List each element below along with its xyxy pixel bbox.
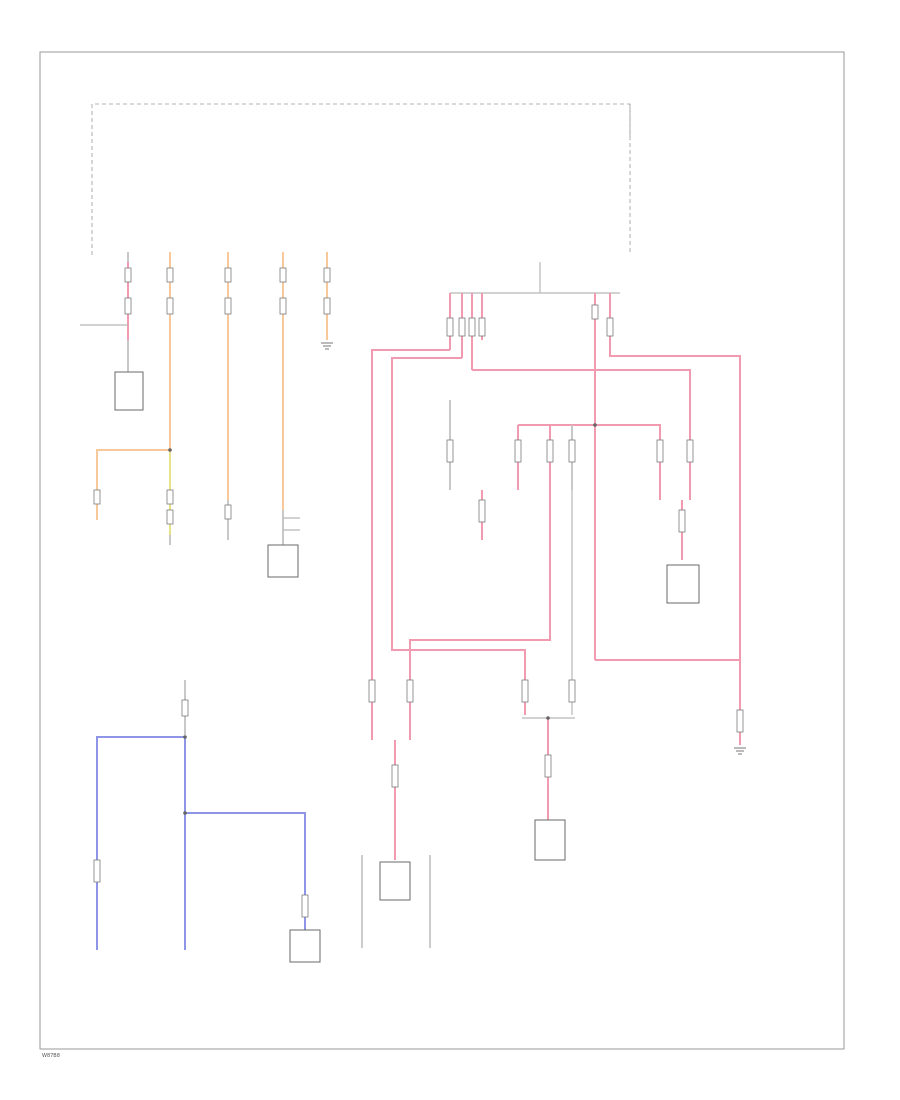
harness-blue: [96, 680, 321, 963]
wire-col-1: [80, 252, 144, 411]
dashed-enclosure-top: [91, 103, 631, 255]
module-enclosure: [361, 855, 431, 948]
ground-icon-right: [734, 747, 746, 755]
module-right: [666, 564, 700, 604]
wire-col-5: [321, 252, 333, 350]
diagram-frame: [39, 51, 845, 1050]
module-bottom: [379, 861, 411, 901]
ground-icon: [321, 342, 333, 350]
sensor-blue: [289, 929, 321, 963]
splice-dots: [168, 423, 597, 815]
sensor-block-left: [114, 371, 144, 411]
sensor-bottom-center: [534, 819, 566, 861]
footer-code: W87B8: [42, 1053, 60, 1059]
connector-pins: [93, 267, 744, 918]
switch-block: [267, 544, 299, 578]
wire-col-4: [267, 252, 300, 578]
